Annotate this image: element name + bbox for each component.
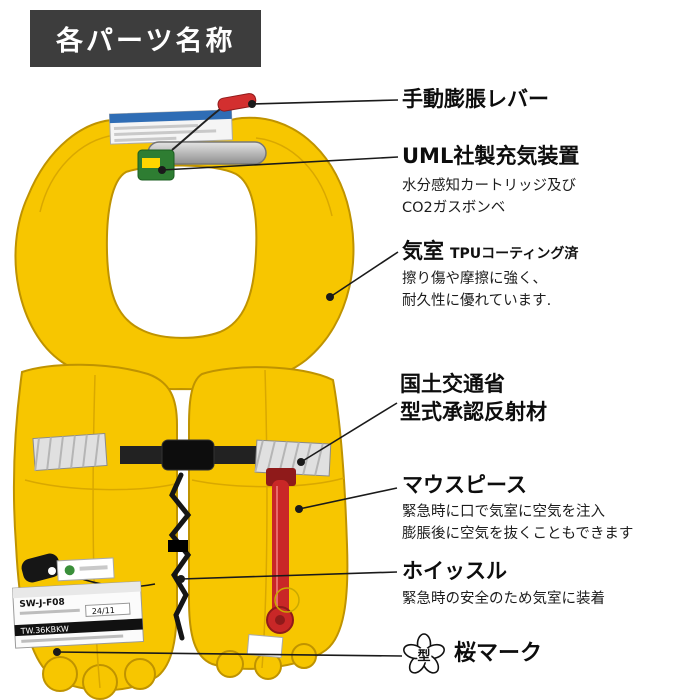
inflator-head [137, 149, 175, 181]
leader-line-chamber [329, 251, 399, 298]
label-chamber-sub-line1: 擦り傷や摩擦に強く、 [402, 271, 547, 287]
leader-line-lever [251, 99, 399, 105]
leader-dot-inflator [158, 166, 166, 174]
leader-dot-reflector [297, 458, 305, 466]
label-reflector: 国土交通省 型式承認反射材 [400, 370, 547, 427]
leader-dot-whistle [177, 575, 185, 583]
tag-model: SW-J-F08 [19, 598, 65, 610]
label-chamber-sub: 擦り傷や摩擦に強く、 耐久性に優れています. [402, 268, 551, 313]
leader-line-reflector [300, 402, 398, 463]
label-inflator-sub-line2: CO2ガスボンベ [402, 200, 506, 217]
leader-dot-lever [248, 100, 256, 108]
label-mouthpiece-sub-line1: 緊急時に口で気室に空気を注入 [402, 504, 605, 520]
label-lever: 手動膨脹レバー [402, 87, 549, 111]
inflator-card [108, 109, 233, 145]
leader-dot-chamber [326, 293, 334, 301]
vest-bottom-scallops [42, 643, 317, 700]
page-title: 各パーツ名称 [30, 10, 262, 67]
leader-dot-mouthpiece [295, 505, 303, 513]
label-mouthpiece-sub: 緊急時に口で気室に空気を注入 膨脹後に空気を抜くこともできます [402, 501, 633, 546]
reflective-patch-left [32, 432, 108, 472]
lacing-adjuster [168, 540, 188, 552]
mouthpiece-tube [266, 468, 296, 634]
manual-inflation-lever [217, 93, 257, 112]
stamp-circle [246, 587, 300, 658]
collar-seam-left [39, 134, 116, 213]
label-sakura: 型 桜マーク [402, 632, 542, 676]
waist-strap-right [210, 446, 266, 464]
label-chamber-sub-line2: 耐久性に優れています. [402, 293, 552, 310]
product-tag: SW-J-F08 24/11 TW.36KBKW [11, 557, 145, 649]
label-whistle-sub-line1: 緊急時の安全のため気室に装着 [402, 591, 605, 607]
leader-line-inflator [161, 156, 399, 171]
label-reflector-line2: 型式承認反射材 [400, 400, 547, 425]
label-chamber-suffix: TPUコーティング済 [450, 246, 579, 262]
label-mouthpiece: マウスピース [402, 473, 527, 497]
tag-code: TW.36KBKW [20, 624, 70, 636]
leader-dot-sakura [53, 648, 61, 656]
leader-line-whistle [180, 571, 398, 580]
leader-lines [56, 99, 403, 657]
page-title-text: 各パーツ名称 [56, 26, 236, 57]
sakura-icon-char: 型 [417, 648, 430, 664]
leader-line-sakura [56, 651, 403, 657]
label-reflector-line1: 国土交通省 [400, 372, 505, 396]
center-lacing [168, 472, 192, 641]
sakura-mark-icon: 型 [403, 633, 445, 674]
label-sakura-heading: 桜マーク [454, 640, 543, 666]
waist-strap-left [120, 446, 170, 464]
label-chamber: 気室 TPUコーティング済 [402, 238, 578, 265]
label-inflator-sub: 水分感知カートリッジ及び CO2ガスボンベ [402, 175, 576, 220]
buckle [161, 439, 215, 471]
label-whistle-sub: 緊急時の安全のため気室に装着 [402, 588, 605, 610]
label-mouthpiece-sub-line2: 膨脹後に空気を抜くこともできます [402, 526, 634, 543]
label-inflator: UML社製充気装置 [402, 144, 580, 168]
leader-line-mouthpiece [298, 487, 398, 510]
leader-dots [53, 100, 334, 656]
label-inflator-sub-line1: 水分感知カートリッジ及び [402, 178, 576, 194]
tag-date: 24/11 [92, 606, 116, 616]
label-whistle: ホイッスル [402, 559, 507, 583]
label-chamber-heading: 気室 [402, 239, 444, 263]
